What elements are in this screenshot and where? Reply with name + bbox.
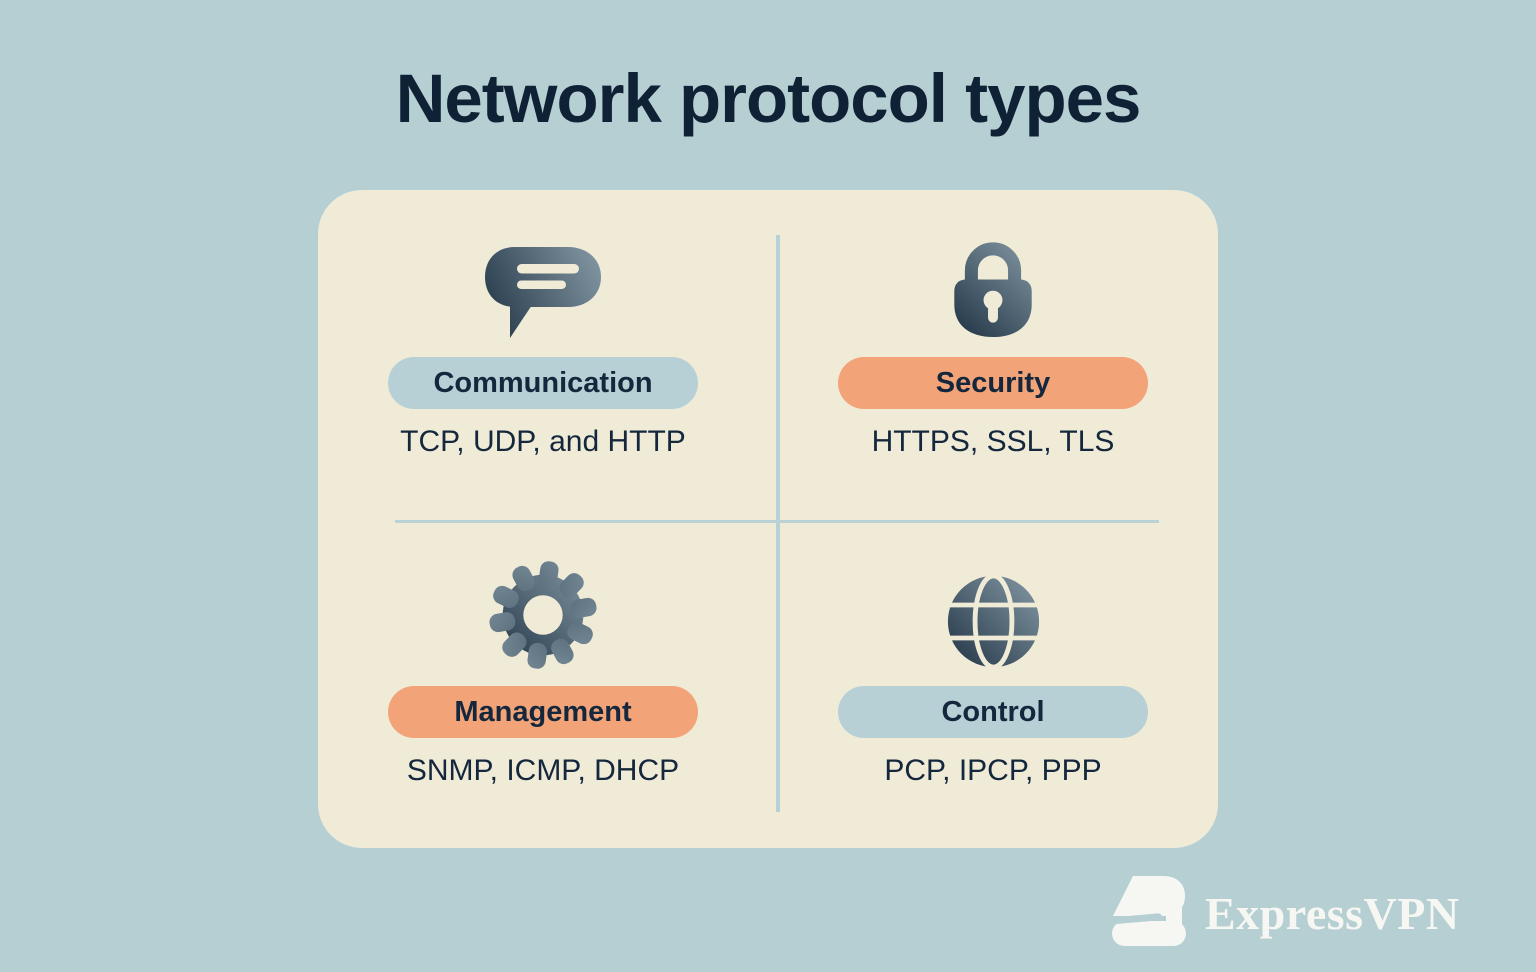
protocol-list-security: HTTPS, SSL, TLS (871, 425, 1115, 458)
quadrant-control: Control PCP, IPCP, PPP (768, 519, 1218, 848)
expressvpn-logo-icon (1108, 876, 1186, 946)
category-pill-control: Control (838, 686, 1148, 738)
category-label: Security (935, 366, 1051, 399)
gear-icon (488, 561, 598, 676)
quadrant-management: Management SNMP, ICMP, DHCP (318, 519, 768, 848)
horizontal-divider (395, 520, 1159, 523)
category-pill-communication: Communication (388, 357, 698, 409)
globe-icon (945, 562, 1042, 676)
category-label: Control (941, 695, 1045, 728)
protocol-list-control: PCP, IPCP, PPP (884, 754, 1102, 787)
brand-logo: ExpressVPN (1108, 872, 1460, 950)
quadrant-communication: Communication TCP, UDP, and HTTP (318, 190, 768, 519)
quadrant-grid: Communication TCP, UDP, and HTTP (318, 190, 1218, 848)
vertical-divider (776, 235, 780, 812)
category-label: Management (454, 695, 632, 728)
category-label: Communication (433, 366, 653, 399)
category-pill-security: Security (838, 357, 1148, 409)
speech-bubble-icon (484, 233, 602, 347)
protocol-types-card: Communication TCP, UDP, and HTTP (318, 190, 1218, 848)
category-pill-management: Management (388, 686, 698, 738)
protocol-list-communication: TCP, UDP, and HTTP (400, 425, 686, 458)
padlock-icon (948, 233, 1038, 347)
brand-wordmark: ExpressVPN (1205, 887, 1460, 939)
quadrant-security: Security HTTPS, SSL, TLS (768, 190, 1218, 519)
page-title: Network protocol types (395, 60, 1142, 137)
protocol-list-management: SNMP, ICMP, DHCP (406, 754, 680, 787)
